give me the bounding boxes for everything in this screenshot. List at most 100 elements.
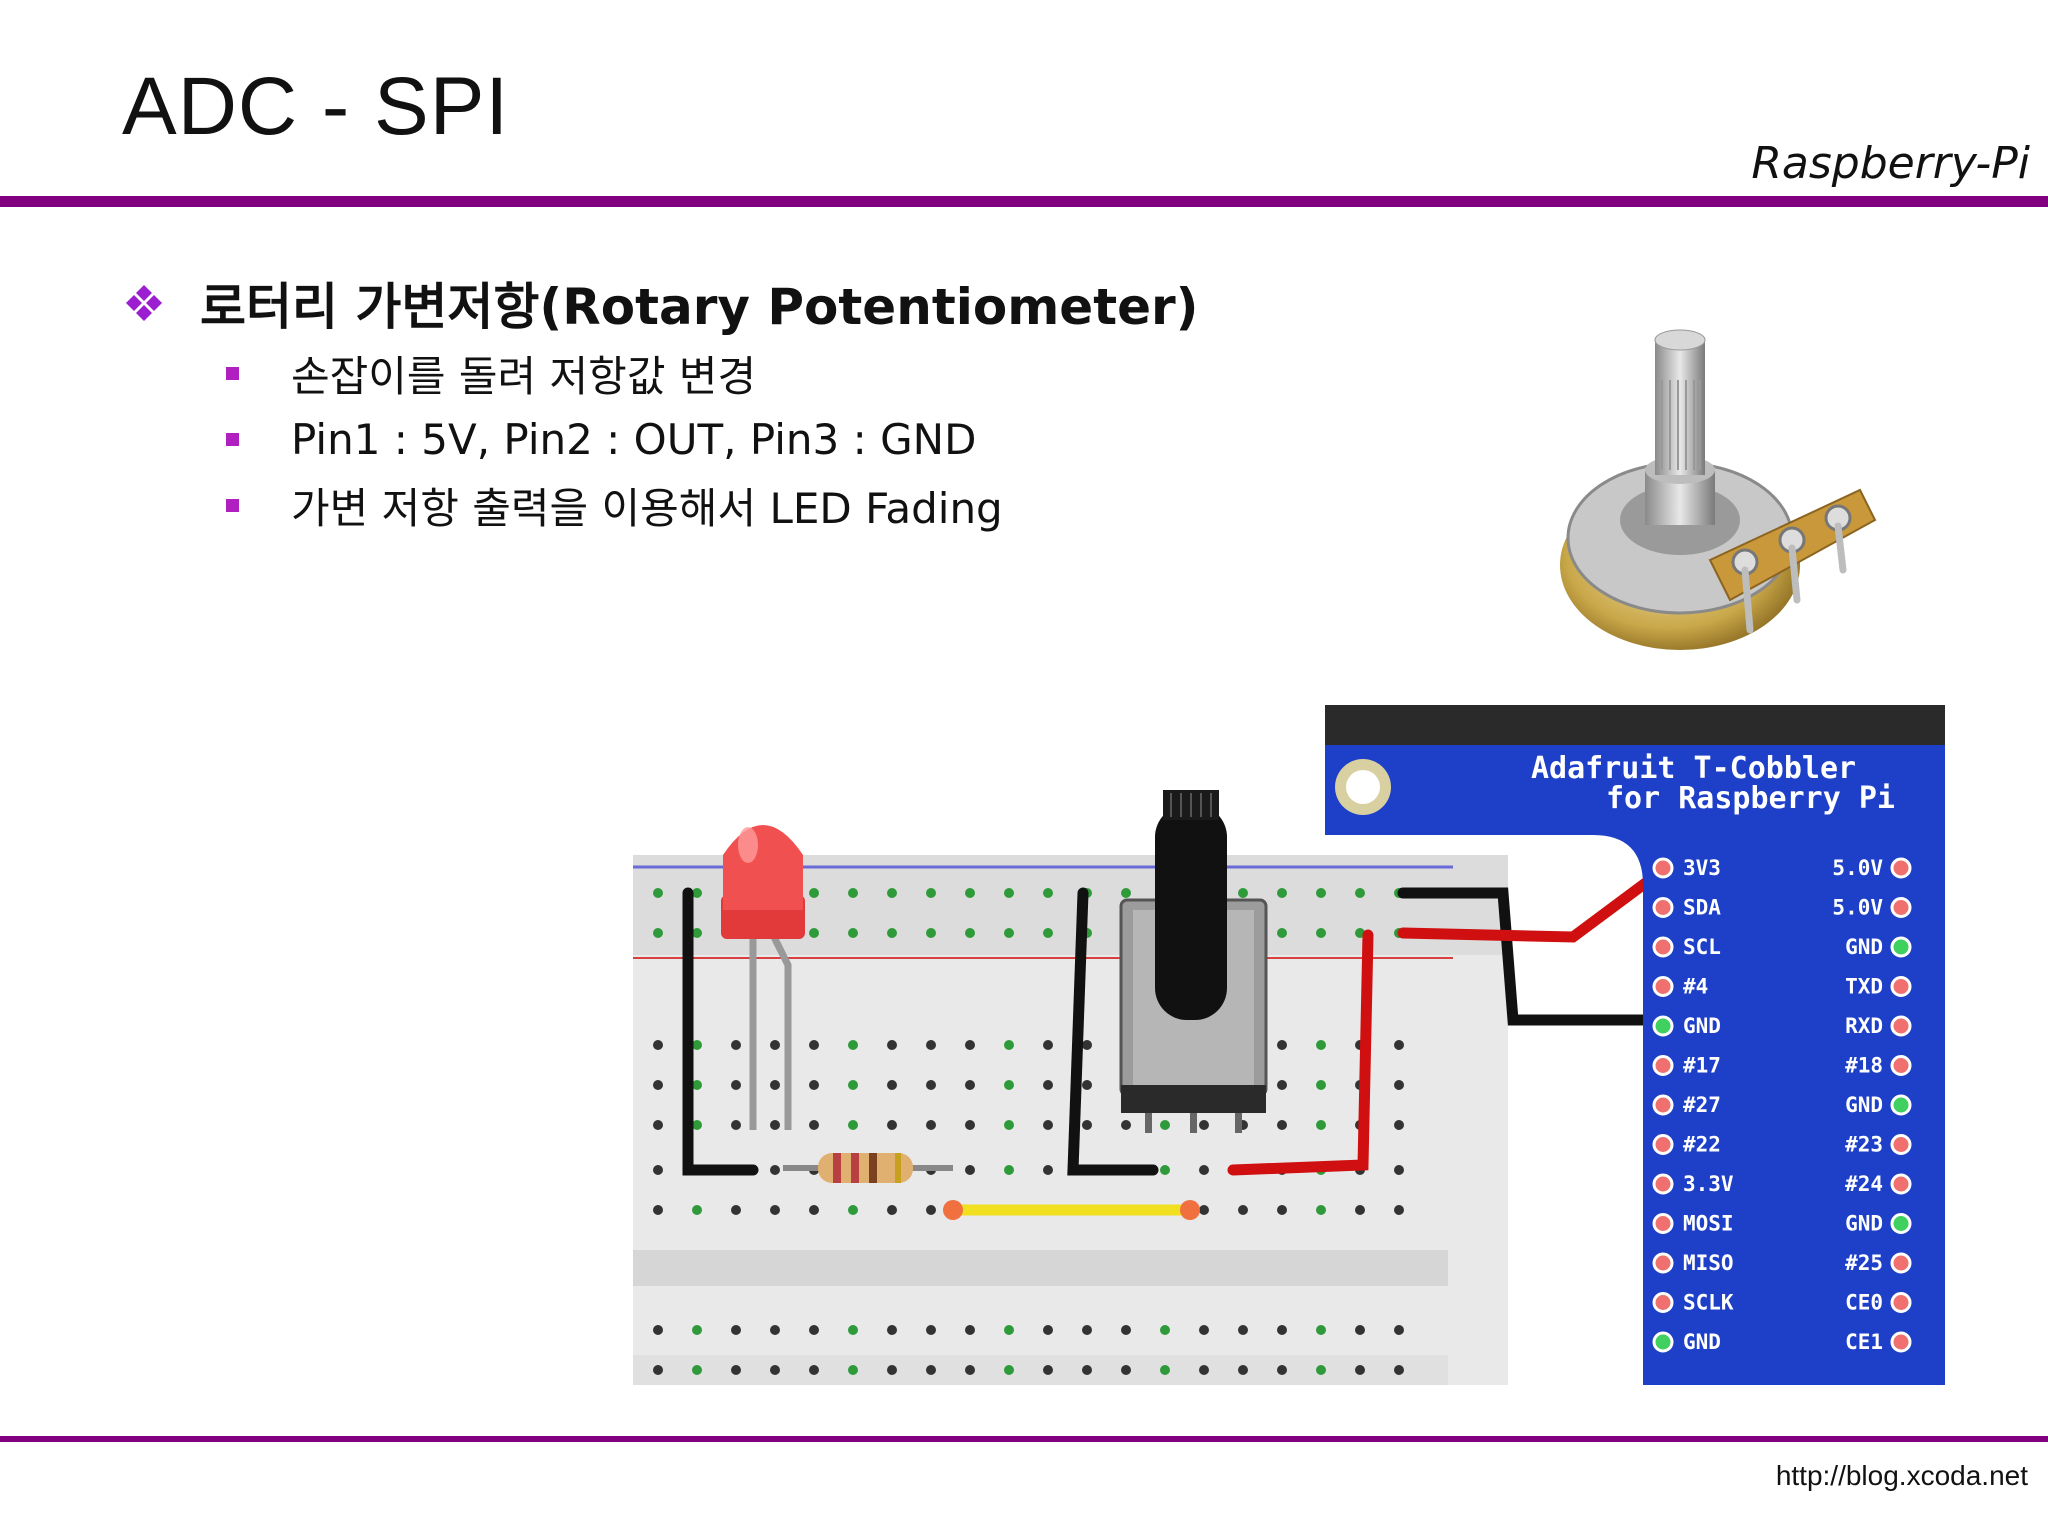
cobbler-pin-dot: [1652, 1292, 1674, 1313]
breadboard-hole: [965, 1080, 975, 1090]
breadboard-hole: [731, 1040, 741, 1050]
cobbler-pin-dot: [1890, 936, 1912, 958]
breadboard-hole: [731, 1205, 741, 1215]
breadboard-hole: [1277, 888, 1287, 898]
cobbler-pin-label-left: 3V3: [1683, 856, 1721, 880]
breadboard-hole: [809, 1080, 819, 1090]
cobbler-pin-dot: [1890, 976, 1912, 997]
breadboard-hole: [926, 888, 936, 898]
breadboard-hole: [887, 1120, 897, 1130]
breadboard-hole: [1316, 1080, 1326, 1090]
breadboard-hole: [692, 1205, 702, 1215]
breadboard-hole: [653, 1040, 663, 1050]
breadboard-hole: [653, 1365, 663, 1375]
breadboard-hole: [1355, 1205, 1365, 1215]
cobbler-pin-dot: [1652, 1134, 1674, 1155]
breadboard-hole: [848, 1205, 858, 1215]
breadboard-hole: [1004, 1365, 1014, 1375]
breadboard-hole: [809, 1120, 819, 1130]
cobbler-pin-label-right: GND: [1845, 1212, 1883, 1236]
cobbler-pin-dot: [1652, 1252, 1674, 1274]
list-item-text: 가변 저항 출력을 이용해서 LED Fading: [291, 483, 1003, 533]
cobbler-pin-dot: [1652, 1331, 1674, 1353]
cobbler-pin-label-right: GND: [1845, 1093, 1883, 1117]
gnd-black-wire: [1397, 887, 1659, 1026]
breadboard-hole: [1199, 1165, 1209, 1175]
breadboard-hole: [965, 1165, 975, 1175]
breadboard-hole: [653, 1080, 663, 1090]
breadboard-hole: [848, 928, 858, 938]
cobbler-pin-label-left: #22: [1683, 1133, 1721, 1157]
breadboard-hole: [848, 1325, 858, 1335]
breadboard-hole: [653, 888, 663, 898]
breadboard-hole: [887, 888, 897, 898]
breadboard-hole: [887, 1040, 897, 1050]
bullet-list: 손잡이를 돌려 저항값 변경 Pin1 : 5V, Pin2 : OUT, Pi…: [226, 340, 1003, 538]
square-bullet-icon: [226, 366, 239, 380]
breadboard-hole: [1277, 928, 1287, 938]
cobbler-pin-label-right: GND: [1845, 935, 1883, 959]
breadboard-hole: [1121, 888, 1131, 898]
breadboard-hole: [809, 888, 819, 898]
breadboard-hole: [848, 1120, 858, 1130]
breadboard-hole: [770, 1120, 780, 1130]
breadboard-hole: [809, 1325, 819, 1335]
breadboard-hole: [965, 1040, 975, 1050]
breadboard-hole: [653, 1325, 663, 1335]
bottom-divider: [0, 1436, 2048, 1442]
breadboard-hole: [1277, 1120, 1287, 1130]
breadboard-hole: [692, 928, 702, 938]
breadboard-hole: [1043, 888, 1053, 898]
breadboard-hole: [1160, 1325, 1170, 1335]
breadboard-hole: [965, 888, 975, 898]
breadboard-hole: [1316, 928, 1326, 938]
list-item-text: 손잡이를 돌려 저항값 변경: [291, 351, 757, 401]
breadboard-hole: [965, 1365, 975, 1375]
breadboard-hole: [1394, 1080, 1404, 1090]
breadboard-hole: [1043, 928, 1053, 938]
potentiometer-photo: [1560, 329, 1877, 650]
red-led: [721, 825, 805, 1130]
breadboard-hole: [1004, 1120, 1014, 1130]
cobbler-pin-dot: [1890, 1094, 1912, 1116]
breadboard-hole: [1394, 1165, 1404, 1175]
breadboard-hole: [731, 1080, 741, 1090]
breadboard-hole: [731, 1365, 741, 1375]
breadboard-hole: [926, 928, 936, 938]
cobbler-pin-dot: [1652, 857, 1674, 879]
heading-text: 로터리 가변저항(Rotary Potentiometer): [200, 278, 1199, 336]
breadboard-hole: [1043, 1040, 1053, 1050]
breadboard-hole: [809, 1365, 819, 1375]
breadboard-hole: [692, 1325, 702, 1335]
cobbler-pin-dot: [1652, 1094, 1674, 1116]
cobbler-title-line1: Adafruit T-Cobbler: [1531, 751, 1856, 786]
cobbler-pin-label-right: CE0: [1845, 1291, 1883, 1315]
breadboard-hole: [1277, 1325, 1287, 1335]
breadboard-hole: [692, 1365, 702, 1375]
list-item: 가변 저항 출력을 이용해서 LED Fading: [226, 472, 1003, 538]
breadboard-hole: [1043, 1365, 1053, 1375]
slide-title: ADC - SPI: [122, 61, 510, 152]
breadboard-hole: [770, 1205, 780, 1215]
breadboard-hole: [1355, 1365, 1365, 1375]
breadboard-hole: [1004, 1040, 1014, 1050]
breadboard-hole: [692, 1080, 702, 1090]
breadboard-hole: [1199, 1325, 1209, 1335]
breadboard-hole: [770, 1040, 780, 1050]
breadboard-hole: [1160, 1365, 1170, 1375]
breadboard-hole: [770, 1165, 780, 1175]
breadboard-hole: [1394, 1325, 1404, 1335]
breadboard-hole: [1238, 1205, 1248, 1215]
breadboard-hole: [1355, 888, 1365, 898]
3v3-red-wire: [1397, 864, 1669, 943]
breadboard-hole: [1394, 1365, 1404, 1375]
breadboard-hole: [653, 928, 663, 938]
breadboard-hole: [1394, 1205, 1404, 1215]
breadboard-hole: [1238, 888, 1248, 898]
cobbler-pin-label-left: GND: [1683, 1330, 1721, 1354]
breadboard-hole: [926, 1120, 936, 1130]
breadboard-hole: [1121, 1325, 1131, 1335]
breadboard-hole: [1043, 1165, 1053, 1175]
breadboard-hole: [1004, 1080, 1014, 1090]
cobbler-pin-label-left: #17: [1683, 1054, 1721, 1078]
